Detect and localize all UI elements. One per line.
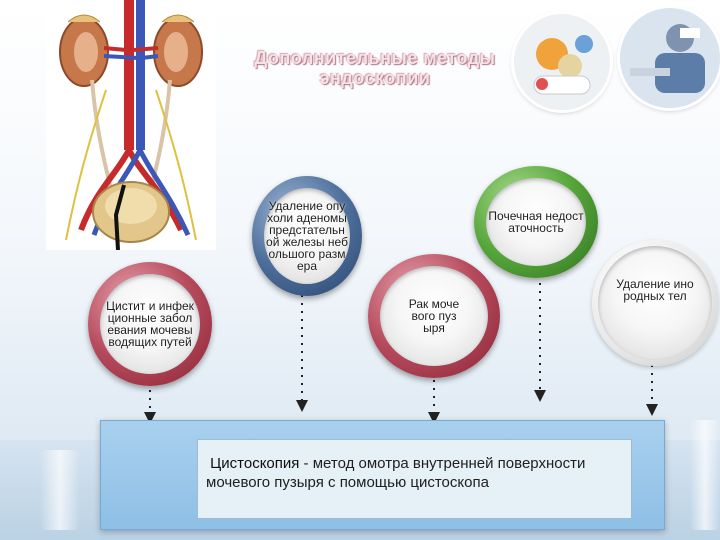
node-renal-failure: Почечная недостаточность — [474, 166, 598, 278]
node-adenoma-face — [264, 188, 350, 284]
urinary-system-illustration — [46, 0, 216, 250]
node-cystitis: Цистит и инфекционные заболевания мочевы… — [88, 262, 212, 386]
photo-surgery — [620, 8, 720, 108]
background-glass — [690, 420, 720, 530]
node-cystitis-face — [100, 274, 200, 374]
node-foreign-bodies: Удаление инородных тел — [592, 240, 718, 366]
node-renal-failure-face — [486, 178, 586, 266]
definition-separator: - — [299, 455, 313, 472]
node-bladder-cancer: Рак мочевого пузыря — [368, 254, 500, 378]
node-foreign-bodies-label: Удаление инородных тел — [616, 277, 694, 303]
slide-title: Дополнительные методы эндоскопии — [254, 48, 496, 88]
definition-box: Цистоскопия - метод омотра внутренней по… — [197, 439, 632, 519]
node-foreign-bodies-face — [598, 246, 712, 360]
arrow-foreign-bodies — [646, 404, 658, 416]
node-bladder-cancer-label: Рак мочевого пузыря — [408, 297, 460, 335]
arrow-adenoma — [296, 400, 308, 412]
photo-medicine — [514, 14, 610, 110]
background-glass — [40, 450, 80, 530]
definition-panel: Цистоскопия - метод омотра внутренней по… — [100, 420, 665, 530]
node-renal-failure-label: Почечная недостаточность — [488, 209, 584, 235]
node-cystitis-label: Цистит и инфекционные заболевания мочевы… — [106, 299, 194, 349]
arrow-renal-failure — [534, 390, 546, 402]
node-bladder-cancer-face — [380, 266, 488, 366]
node-adenoma: Удаление опухоли аденомы предстательной … — [252, 176, 362, 296]
definition-text: метод омотра внутренней поверхности моче… — [206, 455, 586, 491]
definition-term: Цистоскопия — [210, 455, 300, 472]
node-adenoma-label: Удаление опухоли аденомы предстательной … — [266, 199, 348, 273]
